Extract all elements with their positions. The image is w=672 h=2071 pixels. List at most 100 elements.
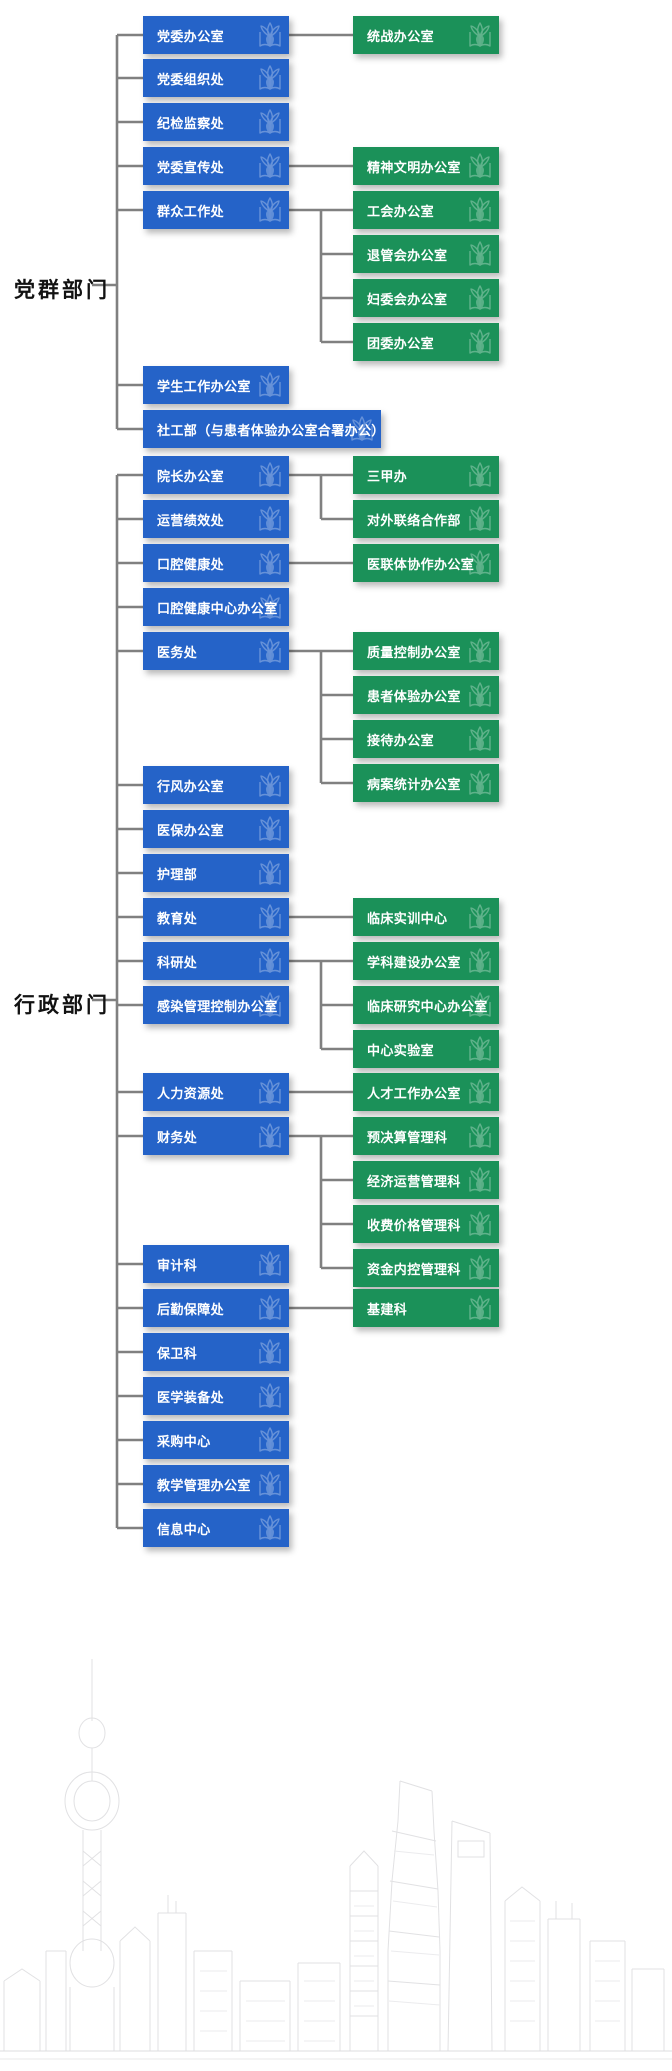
subdept-box-17-3[interactable]: 中心实验室 [353, 1030, 499, 1068]
dept-box-14[interactable]: 医保办公室 [143, 810, 289, 848]
dept-box-13[interactable]: 行风办公室 [143, 766, 289, 804]
dept-box-8[interactable]: 院长办公室 [143, 456, 289, 494]
subdept-box-10-1[interactable]: 医联体协作办公室 [353, 544, 499, 582]
subdept-box-8-1[interactable]: 三甲办 [353, 456, 499, 494]
subdept-box-4-1[interactable]: 精神文明办公室 [353, 147, 499, 185]
subdept-box-5-3[interactable]: 妇委会办公室 [353, 279, 499, 317]
node-label: 统战办公室 [367, 28, 435, 44]
lotus-watermark-icon [259, 1295, 281, 1320]
lotus-watermark-icon [469, 1255, 491, 1280]
subdept-box-1-1[interactable]: 统战办公室 [353, 16, 499, 54]
dept-box-26[interactable]: 教学管理办公室 [143, 1465, 289, 1503]
subdept-box-20-4[interactable]: 资金内控管理科 [353, 1249, 499, 1287]
dept-box-3[interactable]: 纪检监察处 [143, 103, 289, 141]
lotus-watermark-icon [259, 109, 281, 134]
subdept-box-20-1[interactable]: 预决算管理科 [353, 1117, 499, 1155]
lotus-watermark-icon [259, 1515, 281, 1540]
node-label: 医务处 [157, 644, 198, 660]
subdept-box-20-3[interactable]: 收费价格管理科 [353, 1205, 499, 1243]
dept-box-10[interactable]: 口腔健康处 [143, 544, 289, 582]
node-label: 运营绩效处 [157, 512, 225, 528]
dept-box-2[interactable]: 党委组织处 [143, 59, 289, 97]
lotus-watermark-icon [259, 550, 281, 575]
node-label: 党委办公室 [157, 28, 225, 44]
lotus-watermark-icon [259, 816, 281, 841]
subdept-box-20-2[interactable]: 经济运营管理科 [353, 1161, 499, 1199]
lotus-watermark-icon [469, 1295, 491, 1320]
dept-box-15[interactable]: 护理部 [143, 854, 289, 892]
dept-box-5[interactable]: 群众工作处 [143, 191, 289, 229]
subdept-box-5-4[interactable]: 团委办公室 [353, 323, 499, 361]
lotus-watermark-icon [259, 1471, 281, 1496]
node-label: 后勤保障处 [157, 1301, 225, 1317]
dept-box-11[interactable]: 口腔健康中心办公室 [143, 588, 289, 626]
dept-box-21[interactable]: 审计科 [143, 1245, 289, 1283]
lotus-watermark-icon [469, 904, 491, 929]
node-label: 病案统计办公室 [367, 776, 461, 792]
lotus-watermark-icon [259, 772, 281, 797]
lotus-watermark-icon [469, 992, 491, 1017]
node-label: 工会办公室 [367, 203, 435, 219]
node-label: 精神文明办公室 [367, 159, 461, 175]
lotus-watermark-icon [469, 462, 491, 487]
node-label: 质量控制办公室 [367, 644, 461, 660]
node-label: 学生工作办公室 [157, 378, 251, 394]
lotus-watermark-icon [259, 65, 281, 90]
subdept-box-12-1[interactable]: 质量控制办公室 [353, 632, 499, 670]
dept-box-19[interactable]: 人力资源处 [143, 1073, 289, 1111]
node-label: 医学装备处 [157, 1389, 225, 1405]
node-label: 临床研究中心办公室 [367, 998, 488, 1014]
lotus-watermark-icon [469, 285, 491, 310]
dept-box-7[interactable]: 社工部（与患者体验办公室合署办公） [143, 410, 381, 448]
subdept-box-22-1[interactable]: 基建科 [353, 1289, 499, 1327]
node-label: 退管会办公室 [367, 247, 448, 263]
node-label: 党委宣传处 [157, 159, 225, 175]
lotus-watermark-icon [469, 1079, 491, 1104]
lotus-watermark-icon [351, 416, 373, 441]
dept-box-25[interactable]: 采购中心 [143, 1421, 289, 1459]
subdept-box-8-2[interactable]: 对外联络合作部 [353, 500, 499, 538]
dept-box-27[interactable]: 信息中心 [143, 1509, 289, 1547]
subdept-box-12-4[interactable]: 病案统计办公室 [353, 764, 499, 802]
subdept-box-17-2[interactable]: 临床研究中心办公室 [353, 986, 499, 1024]
node-label: 社工部（与患者体验办公室合署办公） [157, 422, 381, 438]
dept-box-17[interactable]: 科研处 [143, 942, 289, 980]
dept-box-18[interactable]: 感染管理控制办公室 [143, 986, 289, 1024]
dept-box-12[interactable]: 医务处 [143, 632, 289, 670]
group-label-admin: 行政部门 [14, 993, 110, 1017]
dept-box-9[interactable]: 运营绩效处 [143, 500, 289, 538]
dept-box-4[interactable]: 党委宣传处 [143, 147, 289, 185]
dept-box-22[interactable]: 后勤保障处 [143, 1289, 289, 1327]
dept-box-23[interactable]: 保卫科 [143, 1333, 289, 1371]
lotus-watermark-icon [259, 22, 281, 47]
node-label: 院长办公室 [157, 468, 225, 484]
subdept-box-5-2[interactable]: 退管会办公室 [353, 235, 499, 273]
lotus-watermark-icon [469, 22, 491, 47]
lotus-watermark-icon [469, 770, 491, 795]
node-label: 预决算管理科 [367, 1129, 448, 1145]
lotus-watermark-icon [469, 506, 491, 531]
dept-box-20[interactable]: 财务处 [143, 1117, 289, 1155]
lotus-watermark-icon [469, 1123, 491, 1148]
node-label: 人才工作办公室 [367, 1085, 461, 1101]
node-label: 妇委会办公室 [367, 291, 448, 307]
lotus-watermark-icon [259, 992, 281, 1017]
subdept-box-12-3[interactable]: 接待办公室 [353, 720, 499, 758]
node-label: 党委组织处 [157, 71, 225, 87]
dept-box-16[interactable]: 教育处 [143, 898, 289, 936]
dept-box-24[interactable]: 医学装备处 [143, 1377, 289, 1415]
lotus-watermark-icon [469, 329, 491, 354]
lotus-watermark-icon [259, 1427, 281, 1452]
subdept-box-17-1[interactable]: 学科建设办公室 [353, 942, 499, 980]
subdept-box-5-1[interactable]: 工会办公室 [353, 191, 499, 229]
dept-box-1[interactable]: 党委办公室 [143, 16, 289, 54]
node-label: 行风办公室 [157, 778, 225, 794]
node-label: 资金内控管理科 [367, 1261, 461, 1277]
lotus-watermark-icon [259, 1383, 281, 1408]
subdept-box-16-1[interactable]: 临床实训中心 [353, 898, 499, 936]
dept-box-6[interactable]: 学生工作办公室 [143, 366, 289, 404]
lotus-watermark-icon [259, 372, 281, 397]
subdept-box-19-1[interactable]: 人才工作办公室 [353, 1073, 499, 1111]
subdept-box-12-2[interactable]: 患者体验办公室 [353, 676, 499, 714]
